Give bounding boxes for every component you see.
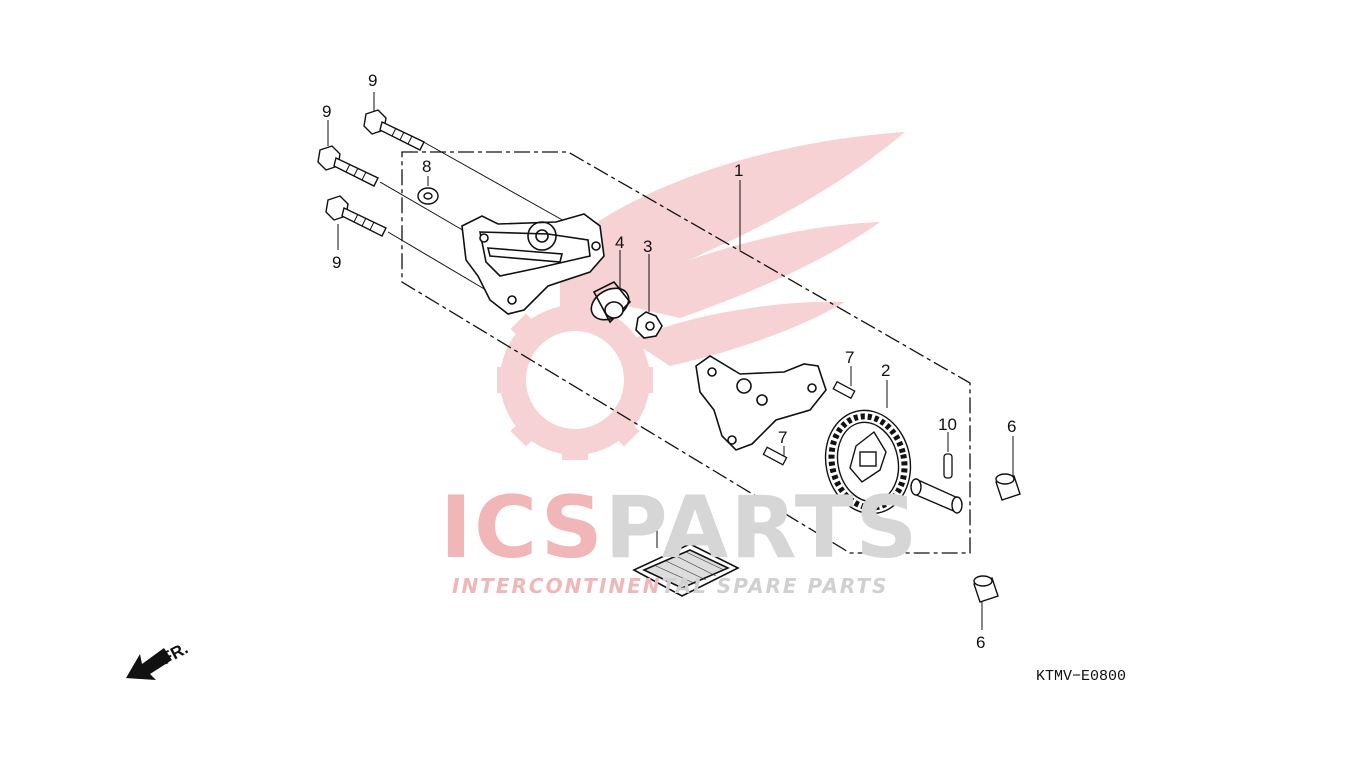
watermark-logo	[497, 132, 905, 460]
watermark-wordmark: ICSPARTS	[440, 478, 919, 578]
callout-6-lower: 6	[976, 633, 985, 652]
callout-10: 10	[938, 415, 957, 434]
callout-9-bottom: 9	[332, 253, 341, 272]
oil-pump-body	[461, 213, 605, 315]
collar	[995, 473, 1021, 501]
watermark-word-parts: PARTS	[604, 478, 920, 578]
watermark-tagline-b: TAL SPARE PARTS	[661, 574, 889, 598]
flange-bolt	[325, 195, 387, 237]
leader-lines	[327, 92, 1014, 630]
callout-1: 1	[734, 161, 743, 180]
callout-6-upper: 6	[1007, 417, 1016, 436]
callout-4: 4	[615, 233, 624, 252]
assembly-outline	[401, 151, 971, 554]
pin	[943, 453, 953, 479]
watermark-tagline-a: INTERCONTINEN	[452, 574, 662, 598]
watermark-tagline: INTERCONTINENTAL SPARE PARTS	[452, 574, 888, 598]
oil-strainer	[632, 543, 740, 597]
dowel-pin	[417, 187, 439, 205]
pan-screw	[762, 380, 856, 466]
pump-cover-plate	[695, 355, 827, 451]
callout-3: 3	[643, 237, 652, 256]
callout-8: 8	[422, 157, 431, 176]
outer-rotor	[590, 280, 632, 324]
driven-gear	[824, 409, 912, 515]
callout-7-lower: 7	[778, 428, 787, 447]
inner-rotor	[635, 311, 663, 339]
callout-9-top: 9	[368, 71, 377, 90]
callout-9-middle: 9	[322, 102, 331, 121]
callout-5: 5	[651, 498, 660, 517]
diagram-code: KTMV−E0800	[1036, 668, 1127, 685]
callout-7-upper: 7	[845, 348, 854, 367]
pump-shaft	[910, 478, 963, 514]
callout-2: 2	[881, 361, 890, 380]
watermark-word-ics: ICS	[440, 478, 605, 578]
front-arrow-icon	[126, 648, 172, 680]
flange-bolt	[363, 109, 425, 151]
flange-bolt	[317, 145, 379, 187]
collar	[973, 575, 999, 603]
